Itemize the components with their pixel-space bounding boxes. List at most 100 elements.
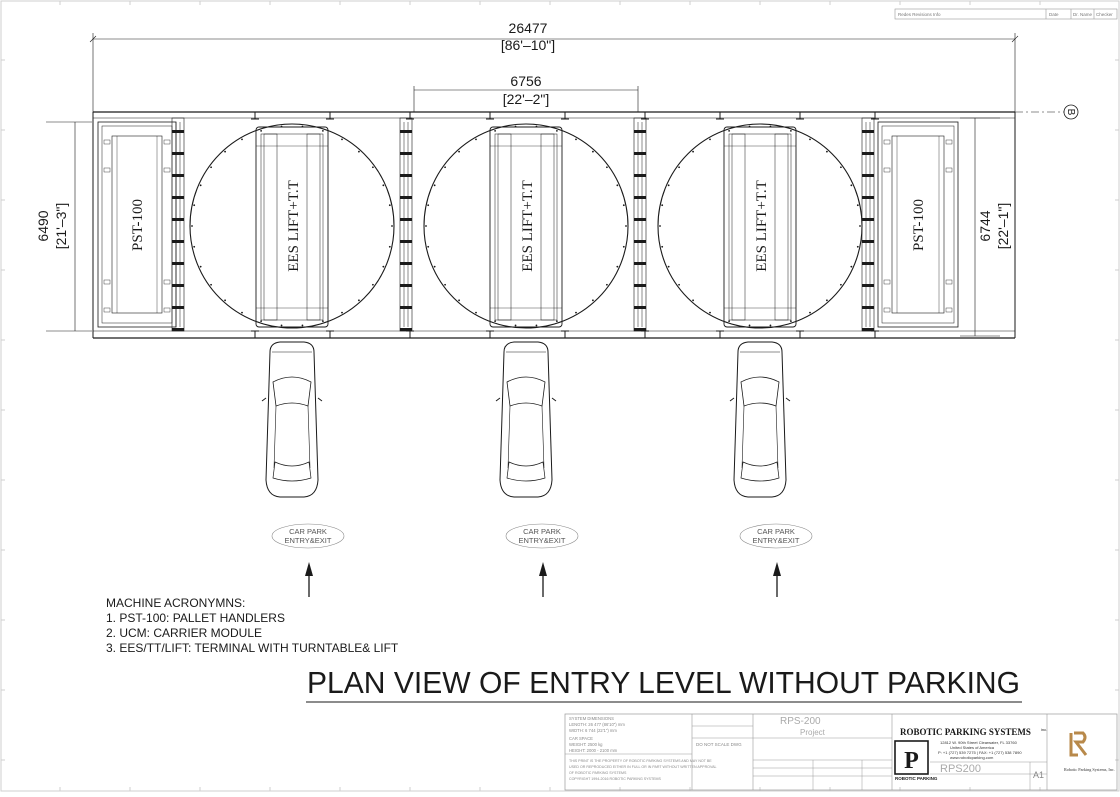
left-height-mm: 6490 <box>35 210 51 241</box>
car-mirror <box>729 397 791 402</box>
pallet-handler-pst100: PST-100 <box>877 121 959 328</box>
project-label: Project <box>800 728 826 737</box>
right-height-ftin: [22'–1"] <box>995 203 1011 250</box>
title-disclaimer: COPYRIGHT 1994-2016 ROBOTIC PARKING SYST… <box>569 777 662 781</box>
grid-line-b: B <box>1015 104 1079 120</box>
lift-turntable-unit: EES LIFT+T.T <box>423 123 629 329</box>
entry-ellipse <box>505 523 579 549</box>
pallet-handler-label: PST-100 <box>130 199 146 251</box>
revision-col-info: Redes Revisions Info <box>898 12 941 17</box>
car-rear-window <box>272 461 312 482</box>
frame-column <box>633 117 647 332</box>
beam-post <box>796 330 804 339</box>
car-rear-window <box>740 461 780 482</box>
module-width-dimension <box>413 86 639 112</box>
car-windshield <box>740 376 780 407</box>
lift-turntable-unit: EES LIFT+T.T <box>657 123 863 329</box>
sheet-size: A1 <box>1033 770 1044 780</box>
brand-mark-icon <box>1069 731 1088 757</box>
beam-post <box>871 330 879 339</box>
turntable-circle <box>423 123 629 329</box>
entry-label-line1: CAR PARK <box>523 527 561 536</box>
title-disclaimer: THIS PRINT IS THE PROPERTY OF ROBOTIC PA… <box>569 759 712 763</box>
beam-post <box>796 111 804 120</box>
entry-arrow-icon <box>305 562 313 576</box>
structure-frame <box>92 111 1016 339</box>
overall-width-mm: 26477 <box>509 20 548 36</box>
company-logo-box <box>894 740 929 775</box>
left-height-dimension <box>46 121 92 332</box>
lift-label: EES LIFT+T.T <box>520 180 536 272</box>
entry-label-line2: ENTRY&EXIT <box>285 536 332 545</box>
module-width-ftin: [22'–2"] <box>503 91 550 107</box>
entry-label-line1: CAR PARK <box>289 527 327 536</box>
drawing-number: RPS200 <box>940 763 981 775</box>
car-rear-window <box>506 461 546 482</box>
beam-post <box>251 111 259 120</box>
car-outline <box>261 341 323 498</box>
entry-label-line2: ENTRY&EXIT <box>753 536 800 545</box>
grid-marker-label: B <box>1065 109 1076 116</box>
legend-item: 2. UCM: CARRIER MODULE <box>106 626 262 640</box>
beam-post <box>561 111 569 120</box>
beam-post <box>486 330 494 339</box>
beam-post <box>486 111 494 120</box>
frame-column <box>861 117 875 332</box>
turntable-circle <box>189 123 395 329</box>
beam-post <box>716 330 724 339</box>
company-suffix: inc. <box>1041 727 1047 732</box>
beam-post <box>561 330 569 339</box>
entry-arrow-icon <box>539 562 547 576</box>
revision-col-name: Dr. Name <box>1073 12 1093 17</box>
title-note: CAR SPACE <box>569 736 593 741</box>
entry-label-line1: CAR PARK <box>757 527 795 536</box>
company-logo-caption: ROBOTIC PARKING <box>895 776 938 781</box>
beam-post <box>406 330 414 339</box>
overall-width-ftin: [86'–10"] <box>501 37 555 53</box>
title-note: WEIGHT: 2500 kg <box>569 742 603 747</box>
lift-platform <box>723 126 797 328</box>
legend-item: 1. PST-100: PALLET HANDLERS <box>106 611 285 625</box>
beam-post <box>326 330 334 339</box>
pallet-handler-label: PST-100 <box>911 199 927 251</box>
lift-label: EES LIFT+T.T <box>754 180 770 272</box>
beam-post <box>641 330 649 339</box>
title-note: LENGTH: 26 477 (86'10") mm <box>569 722 625 727</box>
legend-heading: MACHINE ACRONYMNS: <box>106 596 245 610</box>
lift-platform <box>255 126 329 328</box>
beam-post <box>251 330 259 339</box>
title-note: HEIGHT: 2000 - 2100 mm <box>569 748 618 753</box>
entry-label-line2: ENTRY&EXIT <box>519 536 566 545</box>
beam-post <box>641 111 649 120</box>
lift-label: EES LIFT+T.T <box>286 180 302 272</box>
right-height-mm: 6744 <box>977 210 993 241</box>
project-name: RPS-200 <box>780 716 821 727</box>
revision-col-checker: Checker <box>1096 12 1113 17</box>
entry-ellipse <box>271 523 345 549</box>
module-width-mm: 6756 <box>510 73 541 89</box>
beam-post <box>716 111 724 120</box>
overall-width-dimension <box>89 33 1019 112</box>
car-mirror <box>261 397 323 402</box>
bays: PST-100 PST-100 EES LIFT+T.T EES LIFT+T.T EE… <box>97 111 959 597</box>
grid-marker-circle <box>1063 104 1079 120</box>
lift-turntable-unit: EES LIFT+T.T <box>189 123 395 329</box>
title-note: WIDTH: 6 744 (22'1") mm <box>569 728 617 733</box>
company-name: ROBOTIC PARKING SYSTEMS <box>900 727 1031 737</box>
company-website: www.roboticparking.com <box>950 755 994 760</box>
title-disclaimer: USED OR REPRODUCED EITHER IN FULL OR IN … <box>569 765 717 769</box>
left-height-ftin: [21'–3"] <box>53 203 69 250</box>
company-logo-letter: P <box>904 748 919 774</box>
title-disclaimer: OF ROBOTIC PARKING SYSTEMS <box>569 771 627 775</box>
drawing-title: PLAN VIEW OF ENTRY LEVEL WITHOUT PARKING <box>307 665 1020 700</box>
car-windshield <box>506 376 546 407</box>
title-block: SYSTEM DIMENSIONS LENGTH: 26 477 (86'10"… <box>564 713 1118 791</box>
brand-caption: Robotic Parking Systems, Inc. <box>1064 767 1115 773</box>
revision-header: Redes Revisions Info Date Dr. Name Check… <box>894 8 1118 20</box>
car-outline <box>495 341 557 498</box>
